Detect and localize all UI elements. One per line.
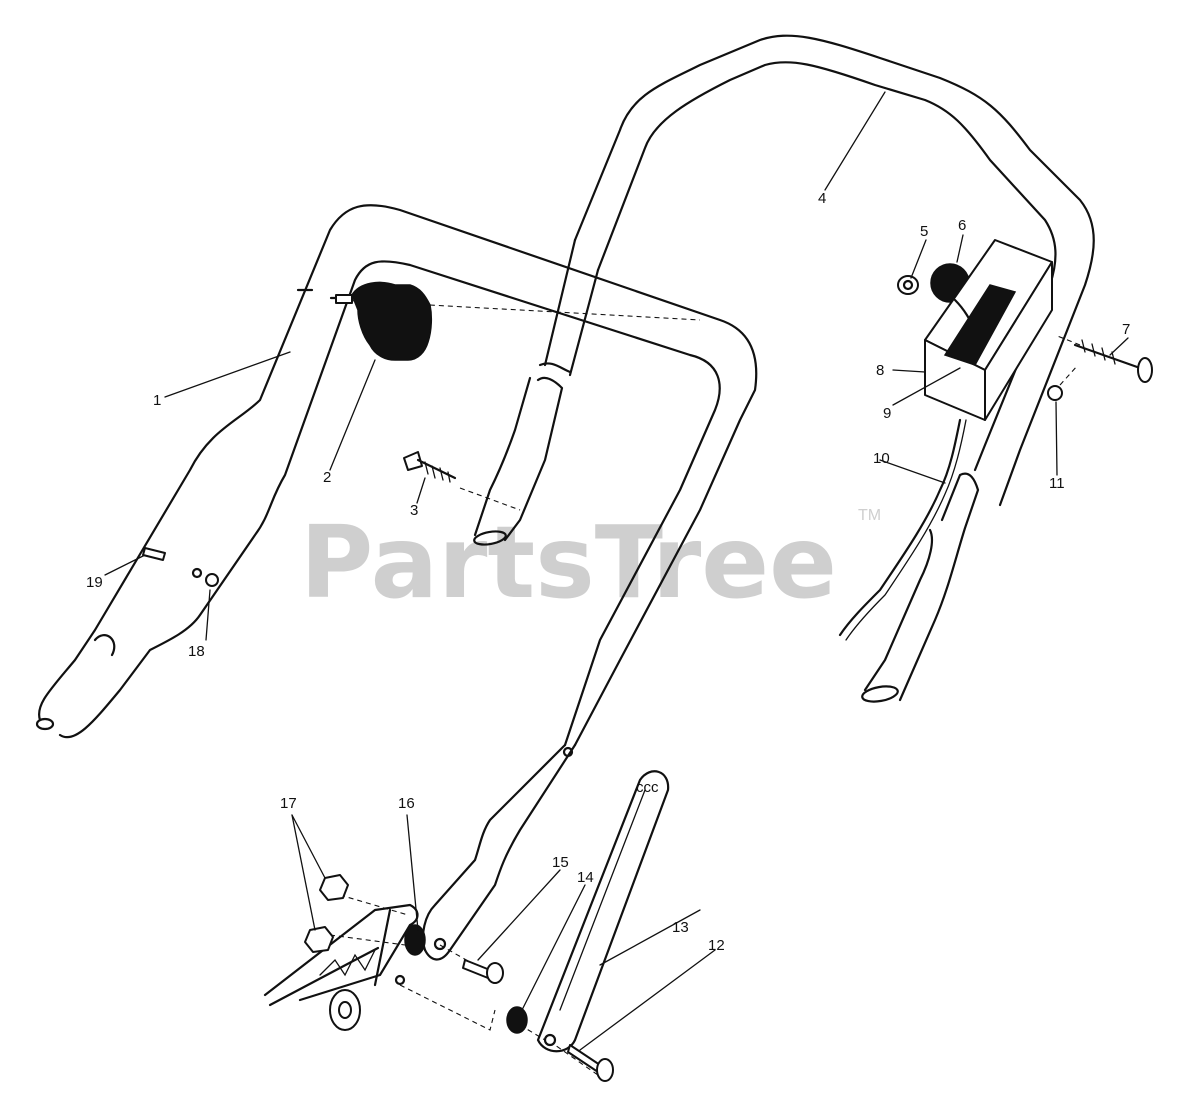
callout-4: 4 <box>818 190 826 207</box>
control-box <box>924 239 1053 421</box>
bolt-12 <box>567 1044 614 1082</box>
callout-13: 13 <box>672 919 689 936</box>
lever-detail-text: ccc <box>636 779 659 796</box>
callout-16: 16 <box>398 795 415 812</box>
callout-3: 3 <box>410 502 418 519</box>
nut-18 <box>205 573 219 587</box>
callout-18: 18 <box>188 643 205 660</box>
nuts-17 <box>304 874 349 953</box>
callout-17: 17 <box>280 795 297 812</box>
lever-bracket: ccc <box>536 770 670 1053</box>
callout-7: 7 <box>1122 321 1130 338</box>
spacer-16 <box>404 924 426 956</box>
callout-15: 15 <box>552 854 569 871</box>
callout-19: 19 <box>86 574 103 591</box>
bolt-3 <box>403 451 457 483</box>
watermark-text: PartsTree <box>300 504 837 621</box>
leader-lines <box>104 91 1129 1051</box>
nut-11 <box>1047 385 1063 401</box>
bolt-15 <box>462 959 504 984</box>
callout-8: 8 <box>876 362 884 379</box>
callout-11: 11 <box>1049 475 1065 492</box>
callout-6: 6 <box>958 217 966 234</box>
callout-9: 9 <box>883 405 891 422</box>
callout-5: 5 <box>920 223 928 240</box>
knob <box>335 281 433 361</box>
watermark-tm: TM <box>858 507 881 524</box>
bolt-7 <box>1073 339 1153 383</box>
callouts: 1 2 3 4 5 6 7 8 9 10 11 12 13 14 15 16 1… <box>86 190 1130 954</box>
callout-14: 14 <box>577 869 594 886</box>
lower-handle <box>35 204 758 961</box>
callout-10: 10 <box>873 450 890 467</box>
spacer-14 <box>506 1006 528 1034</box>
washer-5 <box>897 275 919 295</box>
assembly-lines <box>329 299 1081 1081</box>
height-adjuster-plate <box>263 903 419 1031</box>
cable <box>838 418 967 641</box>
callout-2: 2 <box>323 469 331 486</box>
callout-12: 12 <box>708 937 725 954</box>
upper-handle <box>473 34 1095 703</box>
pin-19 <box>142 547 166 561</box>
callout-1: 1 <box>153 392 161 409</box>
